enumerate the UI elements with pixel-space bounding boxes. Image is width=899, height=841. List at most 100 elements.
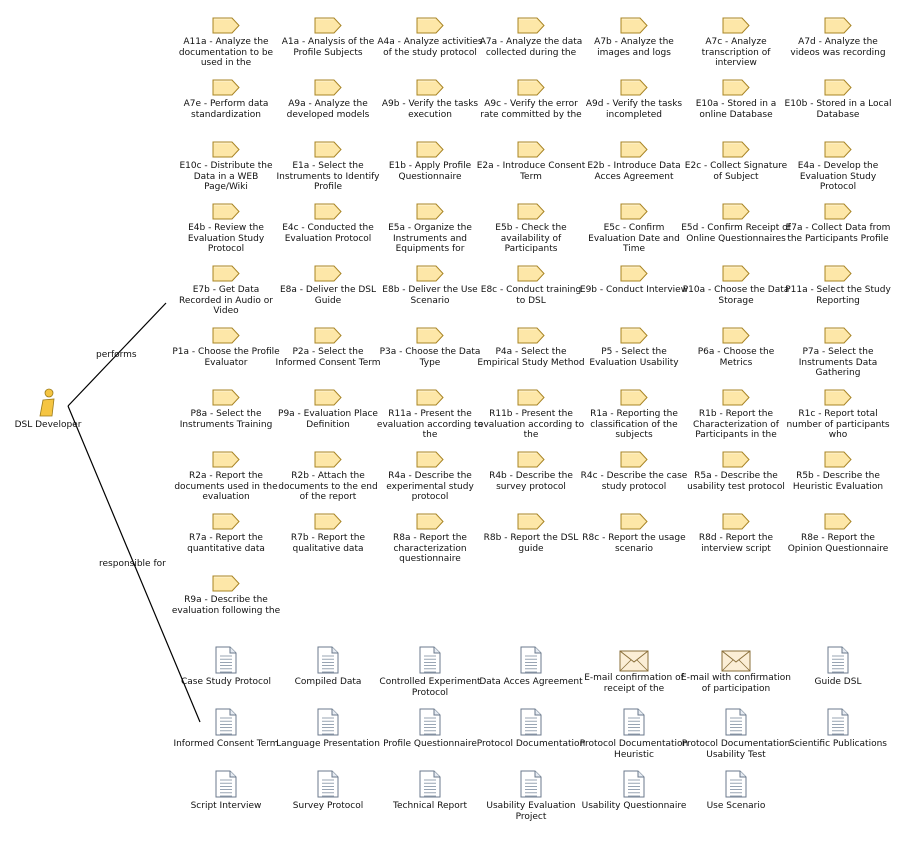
task-a9b[interactable]: A9b - Verify the tasks execution bbox=[375, 79, 485, 120]
artifact-usability-questionnaire[interactable]: Usability Questionnaire bbox=[579, 770, 689, 812]
task-icon bbox=[212, 79, 240, 96]
task-p1a[interactable]: P1a - Choose the Profile Evaluator bbox=[171, 327, 281, 368]
task-a9a[interactable]: A9a - Analyze the developed models bbox=[273, 79, 383, 120]
task-e7b[interactable]: E7b - Get Data Recorded in Audio or Vide… bbox=[171, 265, 281, 317]
artifact-scientific-publications[interactable]: Scientific Publications bbox=[783, 708, 893, 750]
task-e2b[interactable]: E2b - Introduce Data Acces Agreement bbox=[579, 141, 689, 182]
artifact-protocol-documentation[interactable]: Protocol Documentation bbox=[476, 708, 586, 750]
artifact-script-interview[interactable]: Script Interview bbox=[171, 770, 281, 812]
task-r11a[interactable]: R11a - Present the evaluation according … bbox=[375, 389, 485, 441]
task-r2a[interactable]: R2a - Report the documents used in the e… bbox=[171, 451, 281, 503]
task-p9a[interactable]: P9a - Evaluation Place Definition bbox=[273, 389, 383, 430]
task-e5c[interactable]: E5c - Confirm Evaluation Date and Time bbox=[579, 203, 689, 255]
task-e5a[interactable]: E5a - Organize the Instruments and Equip… bbox=[375, 203, 485, 255]
artifact-technical-report[interactable]: Technical Report bbox=[375, 770, 485, 812]
task-icon bbox=[620, 389, 648, 406]
artifact-e-mail-with-confirmation-of-participation[interactable]: E-mail with confirmation of participatio… bbox=[681, 650, 791, 694]
artifact-compiled-data[interactable]: Compiled Data bbox=[273, 646, 383, 688]
task-label: A9d - Verify the tasks incompleted bbox=[585, 99, 683, 120]
artifact-data-acces-agreement[interactable]: Data Acces Agreement bbox=[476, 646, 586, 688]
task-p5[interactable]: P5 - Select the Evaluation Usability bbox=[579, 327, 689, 368]
task-a9d[interactable]: A9d - Verify the tasks incompleted bbox=[579, 79, 689, 120]
task-r2b[interactable]: R2b - Attach the documents to the end of… bbox=[273, 451, 383, 503]
task-r1b[interactable]: R1b - Report the Characterization of Par… bbox=[681, 389, 791, 441]
task-e10a[interactable]: E10a - Stored in a online Database bbox=[681, 79, 791, 120]
task-a4a[interactable]: A4a - Analyze activities of the study pr… bbox=[375, 17, 485, 58]
task-e5b[interactable]: E5b - Check the availability of Particip… bbox=[476, 203, 586, 255]
task-icon bbox=[416, 265, 444, 282]
task-r7b[interactable]: R7b - Report the qualitative data bbox=[273, 513, 383, 554]
actor-dsl-developer[interactable]: DSL Developer bbox=[6, 388, 90, 431]
task-label: R4c - Describe the case study protocol bbox=[580, 471, 688, 492]
task-p10a[interactable]: P10a - Choose the Data Storage bbox=[681, 265, 791, 306]
artifact-case-study-protocol[interactable]: Case Study Protocol bbox=[171, 646, 281, 688]
task-label: R4a - Describe the experimental study pr… bbox=[386, 471, 474, 502]
artifact-controlled-experiment-protocol[interactable]: Controlled Experiment Protocol bbox=[375, 646, 485, 698]
artifact-e-mail-confirmation-of-receipt-of-the[interactable]: E-mail confirmation of receipt of the bbox=[579, 650, 689, 694]
task-e8a[interactable]: E8a - Deliver the DSL Guide bbox=[273, 265, 383, 306]
task-r8a[interactable]: R8a - Report the characterization questi… bbox=[375, 513, 485, 565]
task-e7a[interactable]: E7a - Collect Data from the Participants… bbox=[783, 203, 893, 244]
task-e4a[interactable]: E4a - Develop the Evaluation Study Proto… bbox=[783, 141, 893, 193]
task-e8c[interactable]: E8c - Conduct training to DSL bbox=[476, 265, 586, 306]
task-p11a[interactable]: P11a - Select the Study Reporting bbox=[783, 265, 893, 306]
artifact-usability-evaluation-project[interactable]: Usability Evaluation Project bbox=[476, 770, 586, 822]
artifact-survey-protocol[interactable]: Survey Protocol bbox=[273, 770, 383, 812]
task-r8c[interactable]: R8c - Report the usage scenario bbox=[579, 513, 689, 554]
task-e1b[interactable]: E1b - Apply Profile Questionnaire bbox=[375, 141, 485, 182]
artifact-language-presentation[interactable]: Language Presentation bbox=[273, 708, 383, 750]
task-r1c[interactable]: R1c - Report total number of participant… bbox=[783, 389, 893, 441]
task-r4a[interactable]: R4a - Describe the experimental study pr… bbox=[375, 451, 485, 503]
document-icon bbox=[215, 770, 237, 798]
task-icon bbox=[620, 513, 648, 530]
task-e9b[interactable]: E9b - Conduct Interview bbox=[579, 265, 689, 296]
task-label: P8a - Select the Instruments Training bbox=[179, 409, 273, 430]
task-a1a[interactable]: A1a - Analysis of the Profile Subjects bbox=[273, 17, 383, 58]
task-a7b[interactable]: A7b - Analyze the images and logs bbox=[579, 17, 689, 58]
task-r8d[interactable]: R8d - Report the interview script bbox=[681, 513, 791, 554]
task-r5a[interactable]: R5a - Describe the usability test protoc… bbox=[681, 451, 791, 492]
artifact-guide-dsl[interactable]: Guide DSL bbox=[783, 646, 893, 688]
task-e2a[interactable]: E2a - Introduce Consent Term bbox=[476, 141, 586, 182]
task-e1a[interactable]: E1a - Select the Instruments to Identify… bbox=[273, 141, 383, 193]
task-p4a[interactable]: P4a - Select the Empirical Study Method bbox=[476, 327, 586, 368]
task-r8e[interactable]: R8e - Report the Opinion Questionnaire bbox=[783, 513, 893, 554]
task-p8a[interactable]: P8a - Select the Instruments Training bbox=[171, 389, 281, 430]
task-r1a[interactable]: R1a - Reporting the classification of th… bbox=[579, 389, 689, 441]
task-r11b[interactable]: R11b - Present the evaluation according … bbox=[476, 389, 586, 441]
task-icon bbox=[416, 79, 444, 96]
artifact-profile-questionnaire[interactable]: Profile Questionnaire bbox=[375, 708, 485, 750]
task-e10c[interactable]: E10c - Distribute the Data in a WEB Page… bbox=[171, 141, 281, 193]
task-a11a[interactable]: A11a - Analyze the documentation to be u… bbox=[171, 17, 281, 69]
task-icon bbox=[722, 79, 750, 96]
task-p6a[interactable]: P6a - Choose the Metrics bbox=[681, 327, 791, 368]
artifact-use-scenario[interactable]: Use Scenario bbox=[681, 770, 791, 812]
task-icon bbox=[416, 451, 444, 468]
task-e5d[interactable]: E5d - Confirm Receipt of Online Question… bbox=[681, 203, 791, 244]
task-e8b[interactable]: E8b - Deliver the Use Scenario bbox=[375, 265, 485, 306]
artifact-protocol-documentation-usability-test[interactable]: Protocol Documentation Usability Test bbox=[681, 708, 791, 760]
task-e4c[interactable]: E4c - Conducted the Evaluation Protocol bbox=[273, 203, 383, 244]
task-p2a[interactable]: P2a - Select the Informed Consent Term bbox=[273, 327, 383, 368]
document-icon bbox=[419, 770, 441, 798]
task-p3a[interactable]: P3a - Choose the Data Type bbox=[375, 327, 485, 368]
artifact-informed-consent-term[interactable]: Informed Consent Term bbox=[171, 708, 281, 750]
task-r4b[interactable]: R4b - Describe the survey protocol bbox=[476, 451, 586, 492]
task-e4b[interactable]: E4b - Review the Evaluation Study Protoc… bbox=[171, 203, 281, 255]
task-a7a[interactable]: A7a - Analyze the data collected during … bbox=[476, 17, 586, 58]
task-a7d[interactable]: A7d - Analyze the videos was recording bbox=[783, 17, 893, 58]
task-label: A1a - Analysis of the Profile Subjects bbox=[281, 37, 375, 58]
document-icon bbox=[520, 708, 542, 736]
artifact-protocol-documentation-heuristic[interactable]: Protocol Documentation Heuristic bbox=[579, 708, 689, 760]
task-r4c[interactable]: R4c - Describe the case study protocol bbox=[579, 451, 689, 492]
task-a7e[interactable]: A7e - Perform data standardization bbox=[171, 79, 281, 120]
task-a9c[interactable]: A9c - Verify the error rate committed by… bbox=[476, 79, 586, 120]
task-r9a[interactable]: R9a - Describe the evaluation following … bbox=[171, 575, 281, 616]
task-r8b[interactable]: R8b - Report the DSL guide bbox=[476, 513, 586, 554]
task-e2c[interactable]: E2c - Collect Signature of Subject bbox=[681, 141, 791, 182]
task-r5b[interactable]: R5b - Describe the Heuristic Evaluation bbox=[783, 451, 893, 492]
task-r7a[interactable]: R7a - Report the quantitative data bbox=[171, 513, 281, 554]
task-a7c[interactable]: A7c - Analyze transcription of interview bbox=[681, 17, 791, 69]
task-p7a[interactable]: P7a - Select the Instruments Data Gather… bbox=[783, 327, 893, 379]
task-e10b[interactable]: E10b - Stored in a Local Database bbox=[783, 79, 893, 120]
